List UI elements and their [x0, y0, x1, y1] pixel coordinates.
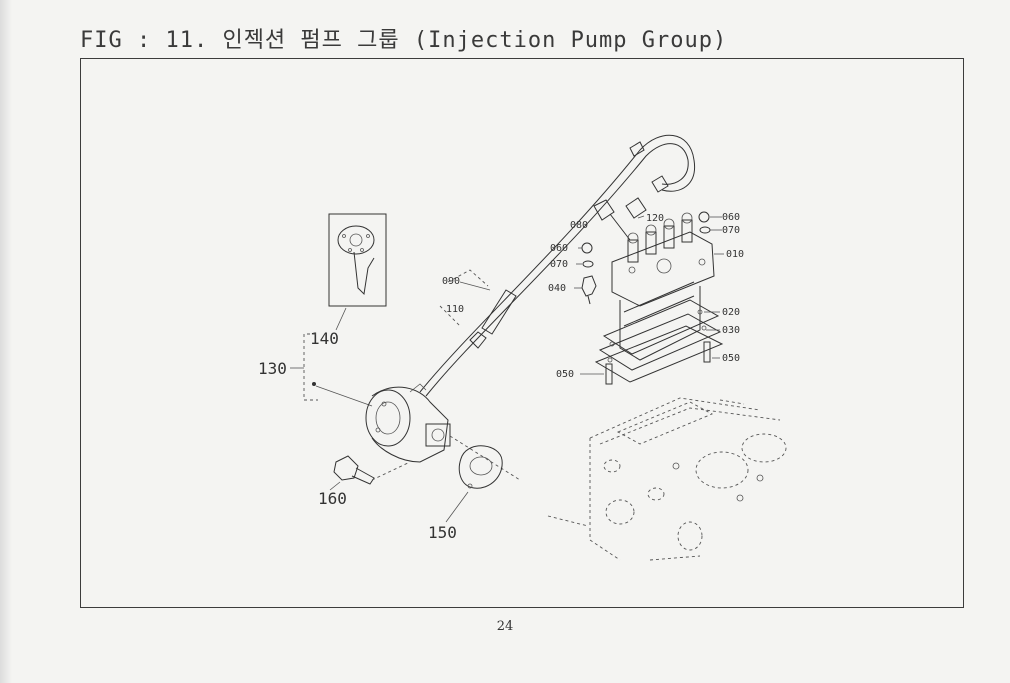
diagram-frame	[80, 58, 964, 608]
callout-080: 080	[570, 220, 588, 231]
part-160-bolt	[329, 455, 411, 491]
callout-060-right: 060	[722, 212, 740, 223]
part-130-marker	[312, 382, 316, 386]
callout-030: 030	[722, 325, 740, 336]
engine-block-outline	[547, 397, 787, 561]
callout-leaders	[574, 215, 724, 375]
page-number: 24	[496, 619, 514, 634]
callout-050-right: 050	[722, 353, 740, 364]
callout-120: 120	[646, 213, 664, 224]
callout-160: 160	[318, 489, 347, 508]
studs-050	[605, 341, 711, 385]
callout-020: 020	[722, 307, 740, 318]
callout-040: 040	[548, 283, 566, 294]
callout-010: 010	[726, 249, 744, 260]
nuts-washers	[581, 211, 711, 305]
fittings-080-120	[593, 175, 669, 241]
figure-title: FIG : 11. 인젝션 펌프 그룹 (Injection Pump Grou…	[80, 28, 728, 53]
callout-070-right: 070	[722, 225, 740, 236]
part-130-bracket	[290, 333, 373, 407]
callout-130: 130	[258, 359, 287, 378]
callout-110: 110	[446, 304, 464, 315]
callout-140: 140	[310, 329, 339, 348]
callout-050-left: 050	[556, 369, 574, 380]
part-150-gasket	[445, 445, 503, 523]
feed-pump	[365, 383, 521, 481]
callout-090: 090	[442, 276, 460, 287]
callout-070-left: 070	[550, 259, 568, 270]
part-090-110	[439, 269, 517, 349]
gaskets-020-030	[594, 299, 724, 383]
fuel-pipe	[419, 134, 696, 397]
injection-pump	[611, 212, 715, 361]
callout-060-left: 060	[550, 243, 568, 254]
callout-150: 150	[428, 523, 457, 542]
page-binding-edge	[0, 0, 12, 683]
part-140-plate	[328, 213, 387, 331]
